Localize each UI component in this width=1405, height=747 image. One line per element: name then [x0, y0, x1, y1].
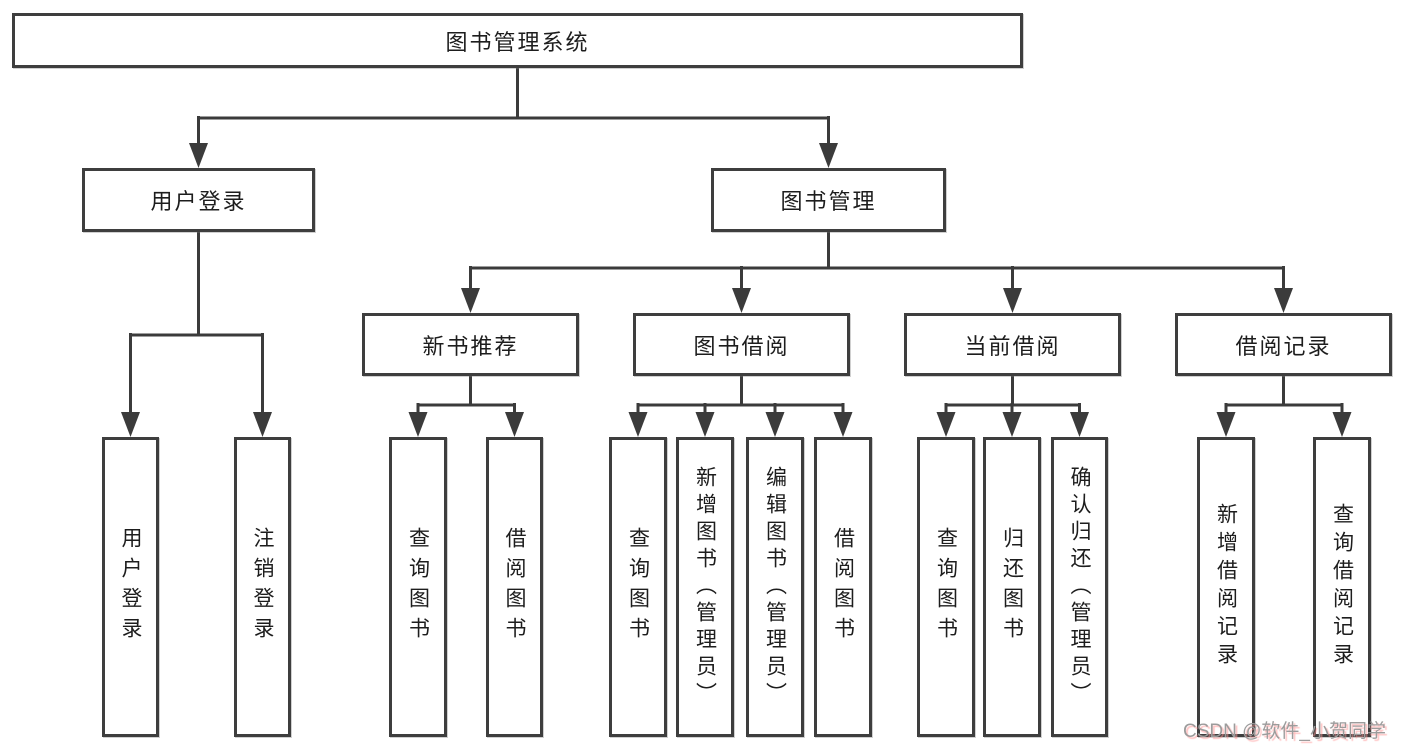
connector-paths: [129, 68, 1344, 416]
leaf-logout: 注销登录: [234, 437, 291, 737]
node-user-login-label: 用户登录: [150, 189, 247, 214]
leaf-current-return-book-label: 归还图书: [1000, 527, 1024, 647]
node-book-management: 图书管理: [711, 168, 946, 232]
node-current-borrow-label: 当前借阅: [964, 333, 1061, 359]
leaf-query-borrow-record: 查询借阅记录: [1313, 437, 1371, 737]
watermark: CSDN @软件_小贺同学: [1183, 721, 1386, 742]
leaf-borrow-edit-book-admin: 编辑图书（管理员）: [746, 437, 804, 737]
leaf-user-login: 用户登录: [102, 437, 159, 737]
leaf-add-borrow-record-label: 新增借阅记录: [1214, 503, 1238, 671]
leaf-current-query-book: 查询图书: [917, 437, 975, 737]
leaf-current-confirm-return-admin: 确认归还（管理员）: [1051, 437, 1108, 737]
node-new-book-recommend: 新书推荐: [362, 313, 579, 376]
leaf-query-borrow-record-label: 查询借阅记录: [1330, 503, 1354, 671]
arrowheads: [121, 143, 1352, 437]
node-book-borrow-label: 图书借阅: [693, 333, 790, 359]
leaf-recommend-query-book-label: 查询图书: [406, 527, 430, 647]
leaf-current-confirm-return-admin-label: 确认归还（管理员）: [1068, 465, 1091, 709]
leaf-recommend-borrow-book-label: 借阅图书: [503, 527, 526, 647]
node-library-system-label: 图书管理系统: [445, 29, 590, 55]
leaf-recommend-borrow-book: 借阅图书: [486, 437, 543, 737]
leaf-recommend-query-book: 查询图书: [389, 437, 447, 737]
node-book-borrow: 图书借阅: [633, 313, 850, 376]
leaf-logout-label: 注销登录: [251, 527, 274, 647]
node-library-system: 图书管理系统: [12, 13, 1023, 68]
node-current-borrow: 当前借阅: [904, 313, 1121, 376]
node-user-login: 用户登录: [82, 168, 315, 232]
leaf-user-login-label: 用户登录: [119, 527, 142, 647]
node-borrow-record-label: 借阅记录: [1235, 333, 1332, 359]
node-book-management-label: 图书管理: [780, 189, 877, 214]
node-new-book-recommend-label: 新书推荐: [422, 333, 519, 359]
leaf-borrow-query-book-label: 查询图书: [626, 527, 650, 647]
leaf-borrow-add-book-admin: 新增图书（管理员）: [676, 437, 734, 737]
leaf-current-return-book: 归还图书: [983, 437, 1041, 737]
leaf-borrow-edit-book-admin-label: 编辑图书（管理员）: [763, 465, 787, 709]
leaf-borrow-borrow-book-label: 借阅图书: [831, 527, 855, 647]
leaf-borrow-borrow-book: 借阅图书: [814, 437, 872, 737]
leaf-borrow-add-book-admin-label: 新增图书（管理员）: [693, 465, 717, 709]
leaf-current-query-book-label: 查询图书: [934, 527, 958, 647]
leaf-add-borrow-record: 新增借阅记录: [1197, 437, 1255, 737]
node-borrow-record: 借阅记录: [1175, 313, 1392, 376]
leaf-borrow-query-book: 查询图书: [609, 437, 667, 737]
